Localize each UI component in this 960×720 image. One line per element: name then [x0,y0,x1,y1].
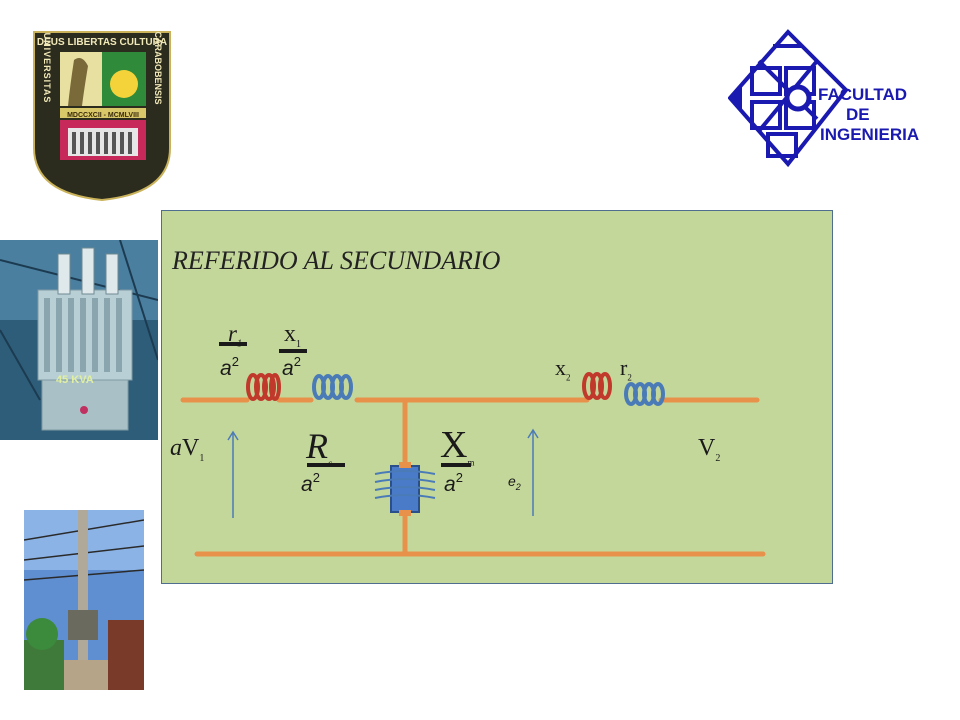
fraction-bars [219,342,471,467]
magnetizing-core [390,465,420,513]
x1-denominator: a2 [282,354,301,380]
v1-label: aV1 [170,435,205,464]
r1-denominator: a2 [220,354,239,380]
x2-label: x2 [555,355,571,383]
r1-label: r1 [228,321,242,350]
v2-label: V2 [698,435,721,464]
rc-label: Rc [306,426,332,469]
equivalent-circuit-diagram [180,342,766,557]
r1-coil [246,373,281,401]
core-top-terminal [399,462,411,468]
utility-pole-photo [24,510,144,690]
seal-dates-text: MDCCXCII - MCMLVIII [67,112,139,119]
university-seal-logo: DEUS LIBERTAS CULTURA MDCCXCII - MCMLVII… [30,28,174,203]
faculty-logo-line2: DE [846,105,870,124]
circuit-wires [180,397,766,557]
rc-denominator: a2 [301,470,320,496]
x2-coil [582,372,612,400]
core-bottom-terminal [399,510,411,516]
faculty-logo: FACULTAD DE INGENIERIA [728,29,919,168]
seal-side-right: CARABOBENSIS [153,31,163,104]
diagram-title: REFERIDO AL SECUNDARIO [172,246,501,275]
voltage-arrows [227,428,539,518]
faculty-logo-line3: INGENIERIA [820,125,919,144]
x1-label: x1 [284,321,301,350]
xm-label: Xm [440,424,475,468]
xm-denominator: a2 [444,470,463,496]
transformer-rating-label: 45 KVA [56,374,94,386]
r2-label: r2 [620,355,632,383]
seal-side-left: UNIVERSITAS [42,33,52,104]
e2-label: e2 [508,473,521,492]
x1-coil [312,374,353,400]
seal-motto-text: DEUS LIBERTAS CULTURA [37,37,167,48]
transformer-photo: 45 KVA [0,240,158,440]
r2-coil [624,382,665,406]
faculty-logo-line1: FACULTAD [818,85,907,104]
core-winding [374,470,436,499]
